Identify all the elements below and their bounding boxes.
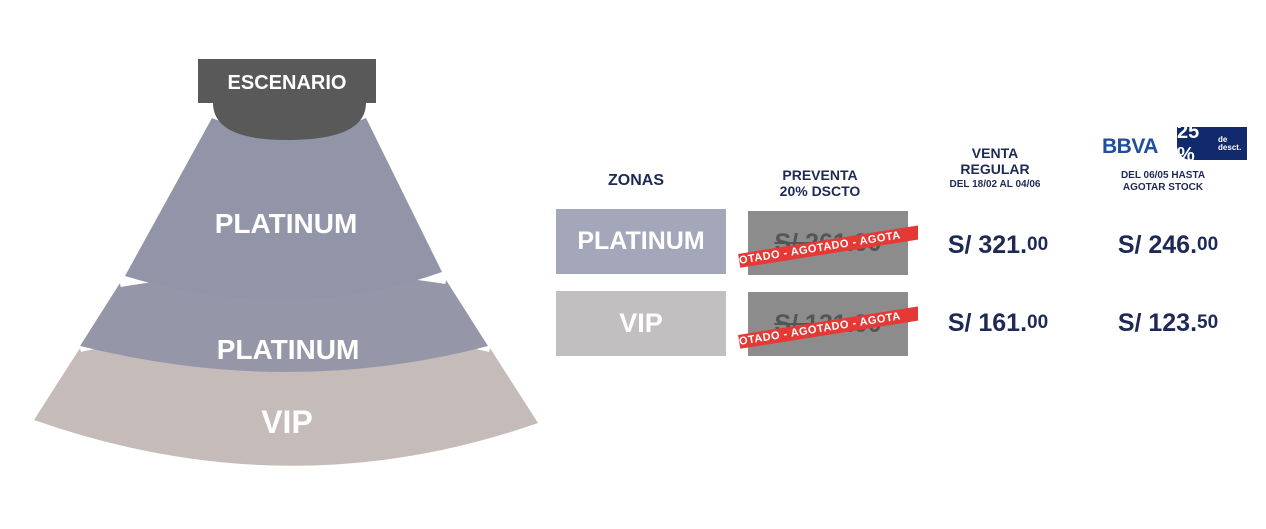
section-label-vip: VIP [261, 404, 313, 440]
preventa-vip: S/ 131.00 OTADO - AGOTADO - AGOTA [738, 292, 928, 356]
section-label-platinum-front: PLATINUM [215, 208, 358, 239]
zone-vip[interactable]: VIP [556, 291, 726, 356]
price-cents: 00 [1197, 234, 1219, 255]
platinum-front-section[interactable] [125, 118, 442, 301]
bbva-logo: BBVA [1102, 135, 1158, 158]
header-preventa-line1: PREVENTA [782, 167, 858, 183]
bbva-price-vip: S/ 123.50 [1088, 292, 1248, 354]
stage-label: ESCENARIO [228, 72, 347, 94]
platinum-back-section[interactable] [80, 268, 488, 372]
header-preventa-line2: 20% DSCTO [779, 183, 861, 200]
seating-map: ESCENARIO PLATINUM PLATINUM VIP [34, 59, 538, 466]
header-zonas: ZONAS [608, 172, 664, 189]
bbva-discount-badge: 25 % de desct. [1177, 121, 1247, 166]
preventa-platinum: S/ 261.00 OTADO - AGOTADO - AGOTA [738, 211, 928, 275]
price-cents: 00 [1027, 234, 1049, 255]
header-venta-line1: VENTA [971, 145, 1019, 161]
zone-platinum[interactable]: PLATINUM [556, 209, 726, 274]
stage [198, 59, 376, 140]
regular-price-vip: S/ 161.00 [918, 292, 1078, 354]
header-venta-line2: REGULAR [960, 161, 1030, 178]
price-main: S/ 161. [947, 308, 1028, 337]
price-main: S/ 123. [1117, 308, 1198, 337]
header-preventa: PREVENTA 20% DSCTO [750, 167, 890, 199]
price-main: S/ 321. [947, 230, 1028, 259]
price-cents: 50 [1197, 312, 1219, 333]
header-bbva-line1: DEL 06/05 HASTA [1120, 170, 1206, 181]
bbva-desc: de desct. [1218, 134, 1242, 152]
header-venta-regular: VENTA REGULAR DEL 18/02 AL 04/06 [920, 145, 1070, 191]
header-bbva-dates: DEL 06/05 HASTA AGOTAR STOCK [1088, 170, 1238, 193]
section-label-platinum-back: PLATINUM [217, 334, 360, 365]
header-bbva-line2: AGOTAR STOCK [1122, 181, 1204, 193]
regular-price-platinum: S/ 321.00 [918, 214, 1078, 276]
price-main: S/ 246. [1117, 230, 1198, 259]
bbva-price-platinum: S/ 246.00 [1088, 214, 1248, 276]
header-venta-line3: DEL 18/02 AL 04/06 [949, 179, 1041, 191]
bbva-percent: 25 % [1177, 120, 1200, 166]
price-cents: 00 [1027, 312, 1049, 333]
